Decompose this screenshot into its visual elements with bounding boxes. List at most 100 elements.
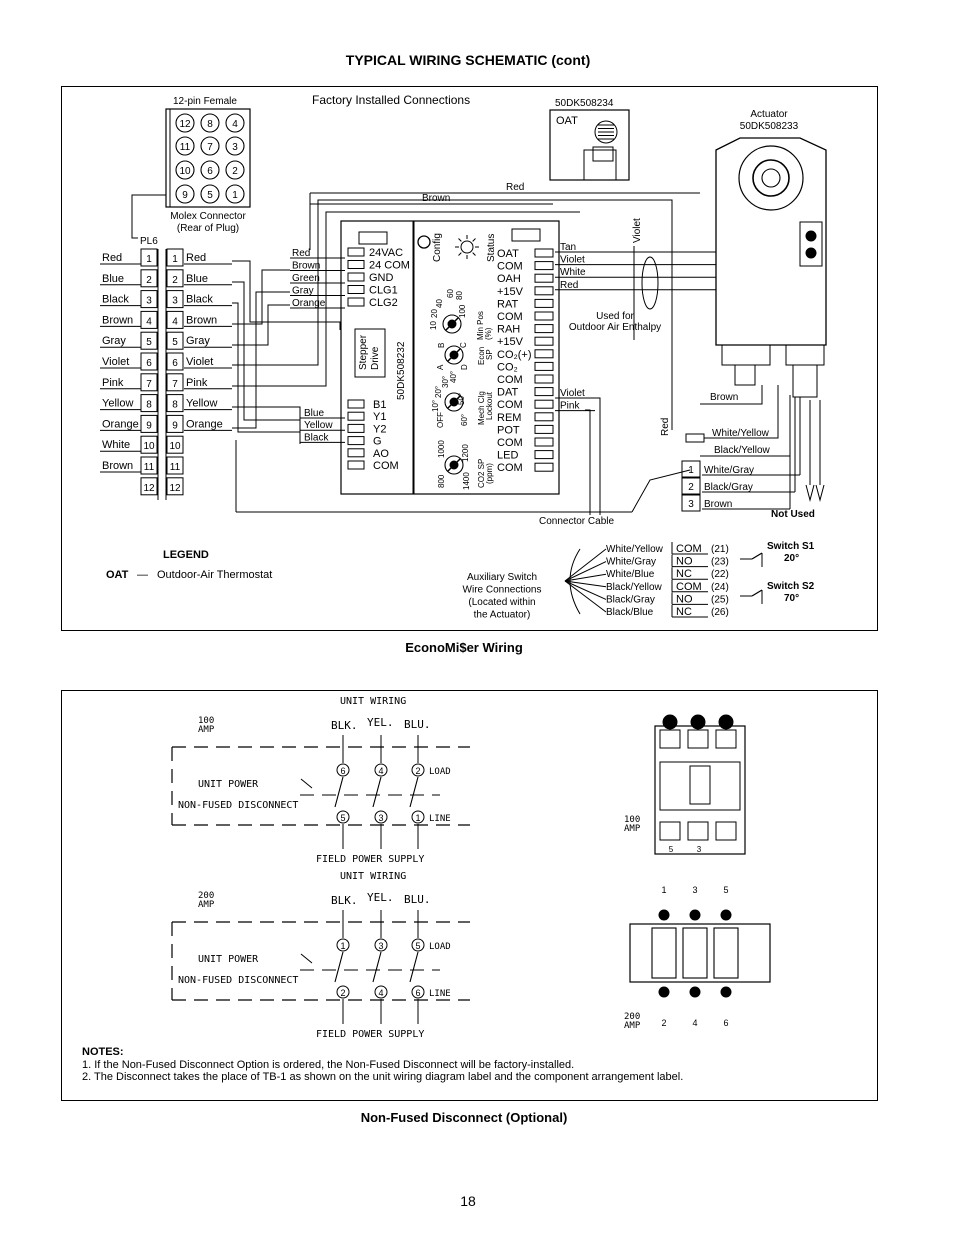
ctrl-right-terminal-15: COM [497, 437, 523, 449]
molex-pin-number: 11 [180, 142, 191, 153]
switch-blade [334, 951, 344, 983]
ctrl-right-terminal-6: RAH [497, 324, 520, 336]
wire-route [232, 260, 341, 330]
plug-pin-right-12 [166, 477, 184, 496]
device-200a-pole [682, 927, 708, 979]
switch-blade [409, 951, 419, 983]
terminal-slot [347, 411, 365, 421]
actuator-cable-right [792, 364, 818, 398]
line-number: 4 [378, 988, 383, 998]
terminal-slot [534, 273, 554, 283]
device-100a-amp: AMP [624, 824, 641, 834]
red-connector [685, 433, 705, 443]
terminal-slot [347, 423, 365, 433]
plug-pin-number: 6 [172, 358, 178, 369]
line-terminal-5 [336, 810, 350, 824]
molex-pin-number: 4 [232, 119, 238, 130]
plug-pin-number: 12 [169, 483, 181, 494]
unused-arrow [805, 484, 815, 502]
enthalpy-label: Outdoor Air Enthalpy [569, 322, 661, 333]
device-200a [629, 923, 771, 983]
plug-pin-number: 3 [146, 296, 152, 307]
molex-pin-number: 5 [207, 190, 213, 201]
ctrl-right-terminal-10: COM [497, 374, 523, 386]
economizer-controller [340, 220, 560, 495]
mech-clg-tick: 60° [460, 414, 469, 426]
econ-sp-tick: C [459, 342, 468, 348]
line-terminal-3 [374, 810, 388, 824]
aux-wire-label-5: Black/Blue [606, 607, 654, 618]
actuator-cable-left [734, 364, 756, 386]
load-number: 3 [378, 941, 383, 951]
ctrl-terminal-1: 24 COM [369, 260, 410, 272]
load-number: 1 [340, 941, 345, 951]
wire-route [232, 302, 300, 433]
plug-pin-left-3 [140, 290, 158, 309]
molex-pin-number: 6 [207, 166, 213, 177]
ctrl-right-terminal-11: DAT [497, 387, 518, 399]
wire-label-red: Red [506, 182, 524, 193]
device-100a [654, 725, 746, 855]
terminal-slot [347, 399, 365, 409]
oat-plug [592, 146, 614, 162]
right-wire-label-brown: Brown [186, 314, 217, 326]
switch-blade [372, 951, 382, 983]
legend-key: OAT [106, 569, 129, 581]
economizer-caption: EconoMi$er Wiring [405, 640, 523, 655]
status-ray [458, 238, 462, 242]
molex-pin-number: 12 [179, 119, 191, 130]
aux-wire-label-4: Black/Gray [606, 594, 655, 605]
device-200a-top-terminal [658, 909, 670, 921]
ctrl-right-terminal-17: COM [497, 462, 523, 474]
plug-pin-number: 8 [146, 400, 152, 411]
load-number: 2 [415, 766, 420, 776]
plug-pin-number: 12 [143, 483, 155, 494]
ctrl-terminal-3: CLG1 [369, 285, 398, 297]
switch2-label: Switch S2 [767, 581, 815, 592]
plug-pin-number: 4 [146, 316, 152, 327]
terminal-slot [534, 248, 554, 258]
field-supply-label: FIELD POWER SUPPLY [316, 1029, 424, 1040]
legend-dash: — [137, 569, 148, 581]
ctrl-right-terminal-3: +15V [497, 286, 524, 298]
molex-connector [165, 108, 251, 208]
device-200a-bottom-number: 2 [661, 1018, 666, 1028]
red-vertical-label: Red [660, 418, 671, 436]
legend-value: Outdoor-Air Thermostat [157, 569, 272, 581]
blk-label: BLK. [331, 894, 358, 907]
actuator-label: Actuator [750, 109, 788, 120]
left-wire-label-violet: Violet [102, 356, 129, 368]
terminal-slot [534, 412, 554, 422]
terminal-slot [534, 261, 554, 271]
disconnect-caption: Non-Fused Disconnect (Optional) [360, 1110, 568, 1125]
load-terminal-6 [336, 763, 350, 777]
right-wire-label-red: Red [186, 252, 206, 264]
co2-sp-dial-slot [447, 458, 461, 472]
mech-clg-label: Mech Clg [477, 391, 486, 425]
aux-term-5: NC [676, 606, 692, 618]
device-200a-pole [713, 927, 739, 979]
switch-blade [751, 589, 763, 597]
co2-sp-label: (ppm) [485, 463, 494, 484]
plug-pin-left-7 [140, 373, 158, 392]
co2-sp-tick: 1400 [462, 472, 471, 490]
plug-pin-right-8 [166, 394, 184, 413]
aux-wire-label-2: White/Blue [606, 569, 655, 580]
ctrl-wire-label-orange: Orange [292, 298, 326, 309]
co2-sp-dial [444, 455, 464, 475]
left-wire-label-brown: Brown [102, 460, 133, 472]
molex-pin-8 [200, 113, 220, 133]
brown-wire [700, 385, 763, 405]
econ-sp-tick: B [437, 343, 446, 348]
terminal-slot [534, 349, 554, 359]
actuator-hub [761, 168, 781, 188]
molex-caption: (Rear of Plug) [177, 223, 239, 234]
aux-fan [564, 573, 607, 582]
switch-slash [300, 953, 313, 964]
left-wire-label-orange: Orange [102, 418, 139, 430]
econ-sp-label: SP [485, 349, 494, 360]
plug-pin-number: 5 [146, 337, 152, 348]
molex-pin-number: 9 [182, 190, 188, 201]
wy-wire [704, 385, 779, 439]
